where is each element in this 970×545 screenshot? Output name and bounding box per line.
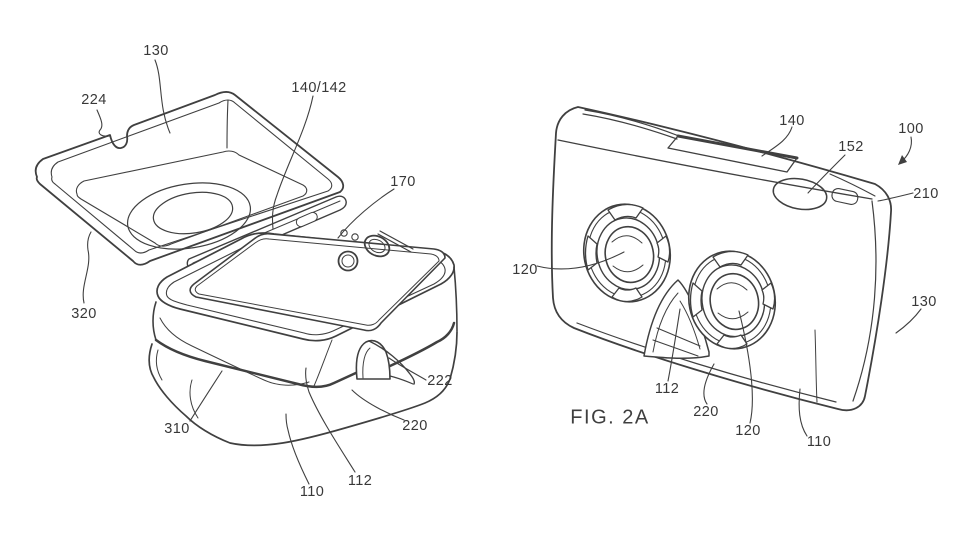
ref-label-right-lens: 120 — [735, 423, 761, 439]
phone-camera-large — [363, 234, 391, 258]
leader-310 — [189, 370, 223, 422]
ref-label-hinge: 140/142 — [291, 80, 347, 96]
leader-140-right — [761, 126, 793, 157]
leader-224 — [96, 109, 111, 137]
leader-112-left — [305, 367, 356, 473]
viewer-top-rim-edge — [829, 173, 876, 197]
ref-label-lid: 130 — [143, 43, 169, 59]
ref-label-viewer: 100 — [898, 121, 924, 137]
leader-100-arrowhead — [898, 155, 907, 165]
viewer-front-right-edge — [852, 200, 877, 402]
ref-label-nose-bridge: 112 — [654, 381, 680, 397]
ref-label-top-panel: 140 — [779, 113, 805, 129]
leader-120-left — [536, 251, 625, 270]
leader-lines-open-box — [82, 59, 427, 485]
leader-170 — [337, 188, 395, 239]
ref-label-side-wall: 130 — [911, 294, 937, 310]
phone-camera-small — [337, 250, 359, 272]
assembled-viewer-view — [536, 106, 922, 437]
base-seam-right — [388, 321, 456, 368]
ref-label-base-front: 112 — [347, 473, 373, 489]
leader-222 — [388, 357, 427, 381]
leader-140-142 — [271, 95, 314, 230]
box-lid — [34, 91, 345, 266]
ref-label-button: 152 — [838, 139, 864, 155]
leader-lines-assembled-viewer — [536, 126, 922, 437]
ref-label-base-bottom: 110 — [299, 484, 325, 500]
phone-sensor-dot — [351, 233, 359, 241]
leader-130-right — [895, 308, 922, 334]
ref-label-lid-wall: 320 — [71, 306, 97, 322]
ref-label-lid-notch: 224 — [81, 92, 107, 108]
ref-label-arch-tab: 222 — [427, 373, 453, 389]
ref-label-body: 110 — [806, 434, 832, 450]
leader-120-right — [738, 310, 753, 424]
leader-110-right — [798, 388, 808, 437]
leader-130 — [154, 59, 171, 134]
base-tray — [148, 331, 458, 447]
leader-220-right — [703, 363, 715, 405]
arch-flap — [368, 340, 416, 385]
phone-sensor-dot — [340, 229, 348, 237]
phone-speaker-slot — [377, 230, 414, 253]
ref-label-left-lens: 120 — [512, 262, 538, 278]
arch-cutout — [355, 339, 416, 385]
viewer-button — [772, 177, 828, 211]
ref-label-nose-opening: 220 — [693, 404, 719, 420]
lid-recess-inner-ring — [152, 191, 234, 235]
leader-110-left — [285, 413, 310, 485]
viewer-front-top-edge — [557, 139, 873, 200]
ref-label-top-rim: 210 — [913, 186, 939, 202]
base-seam — [154, 338, 360, 389]
ref-label-base-side: 310 — [164, 421, 190, 437]
viewer-rim-tab — [831, 187, 859, 205]
ref-label-arch-opening: 220 — [402, 418, 428, 434]
ref-label-phone: 170 — [390, 174, 416, 190]
figure-caption: FIG. 2A — [570, 406, 650, 429]
leader-152 — [807, 154, 846, 194]
viewer-top-fold-line — [582, 109, 680, 140]
lid-recess-outer-ring — [126, 182, 252, 250]
leader-320 — [82, 231, 92, 304]
phone — [189, 229, 446, 332]
leader-112-right — [667, 308, 681, 382]
leader-210 — [877, 192, 914, 202]
leader-220-left — [351, 389, 405, 421]
open-box-view — [34, 59, 458, 485]
